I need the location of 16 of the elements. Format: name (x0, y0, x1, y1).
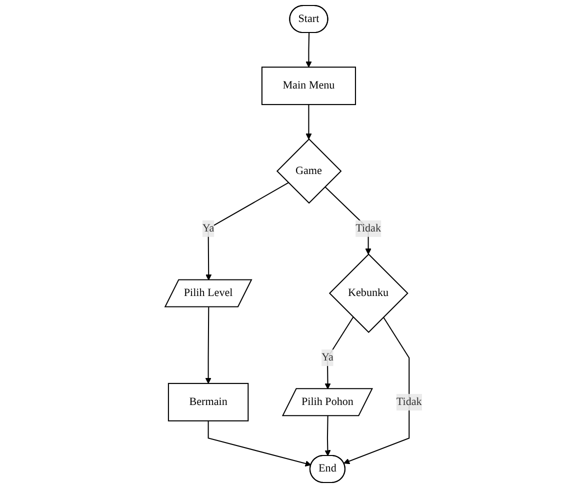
node-diamond: Kebunku (328, 254, 408, 333)
node-box: Bermain (168, 382, 249, 422)
arrow (208, 420, 312, 467)
arrow (306, 32, 312, 68)
node-diamond: Game (276, 138, 342, 204)
arrow (324, 416, 331, 456)
arrow (324, 316, 354, 390)
arrow (306, 104, 312, 140)
arrow (344, 316, 410, 464)
edge-label: Tidak (396, 396, 422, 408)
node-box: Main Menu (261, 66, 356, 106)
edge-label: Ya (202, 222, 214, 234)
edge-label: Tidak (356, 222, 382, 234)
arrow (205, 307, 212, 384)
arrow (206, 182, 289, 280)
edge-label: Ya (322, 352, 334, 364)
